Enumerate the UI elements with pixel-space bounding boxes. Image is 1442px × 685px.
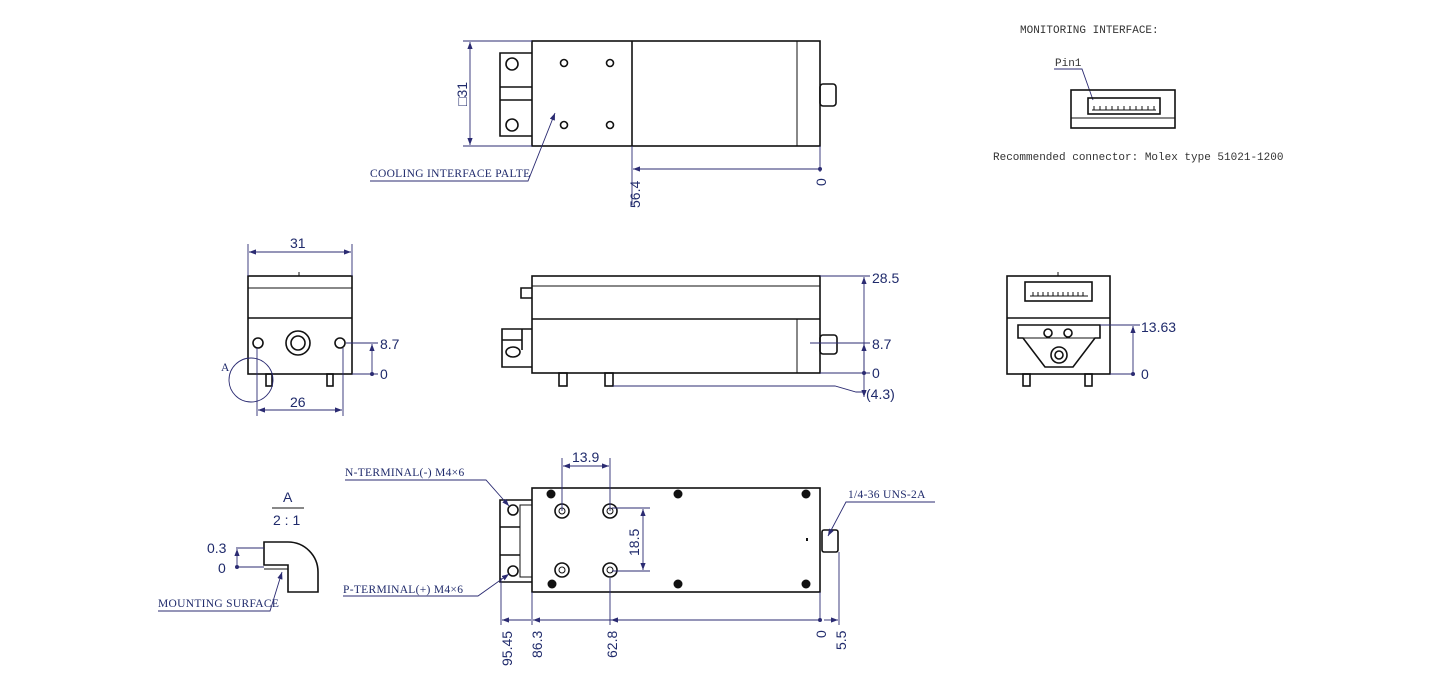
thread-label: 1/4-36 UNS-2A [848, 489, 926, 501]
n-terminal-label: N-TERMINAL(-) M4×6 [345, 467, 465, 479]
detail-a-marker: A [221, 362, 230, 374]
dim-5-5: 5.5 [833, 630, 849, 650]
cooling-interface-label: COOLING INTERFACE PALTE [370, 168, 530, 180]
monitoring-title: MONITORING INTERFACE: [1020, 25, 1159, 37]
flange-hole [505, 57, 519, 71]
dim-18-5: 18.5 [626, 529, 642, 556]
dim-0: 0 [1141, 366, 1149, 382]
monitoring-interface: MONITORING INTERFACE: Pin1 Recommended c… [993, 25, 1283, 164]
dim-0-3: 0.3 [207, 540, 227, 556]
detail-a-circle [228, 357, 274, 403]
dim-13-9: 13.9 [572, 449, 599, 465]
dim-0: 0 [380, 366, 388, 382]
front-view: 31 26 8.7 0 A [221, 235, 400, 416]
dim-28-5: 28.5 [872, 270, 899, 286]
dim-86-3: 86.3 [529, 631, 545, 658]
dim-13-63: 13.63 [1141, 319, 1176, 335]
connector-note: Recommended connector: Molex type 51021-… [993, 152, 1283, 164]
dim-0: 0 [813, 630, 829, 638]
mounting-surface-label: MOUNTING SURFACE [158, 598, 279, 610]
dim-4-3: (4.3) [866, 386, 895, 402]
terminal-bolts [554, 503, 618, 578]
detail-a: A 2 : 1 0.3 0 MOUNTING SURFACE [158, 489, 319, 612]
dim-square-31: □31 [454, 82, 470, 106]
dim-56-4: 56.4 [627, 181, 643, 208]
top-view: □31 56.4 0 COOLING INTERFACE PALTE [370, 40, 837, 208]
screws [546, 489, 811, 589]
pin1-label: Pin1 [1055, 58, 1082, 70]
dim-26: 26 [290, 394, 306, 410]
dim-0: 0 [813, 178, 829, 186]
dim-62-8: 62.8 [604, 631, 620, 658]
dim-8-7: 8.7 [380, 336, 400, 352]
flange-hole [505, 118, 519, 132]
dim-31: 31 [290, 235, 306, 251]
bottom-view: 13.9 18.5 95.45 86.3 62.8 0 5.5 N-TERMIN… [343, 449, 935, 666]
right-view: 13.63 0 [1006, 272, 1176, 387]
detail-label: A [283, 489, 293, 505]
dim-8-7: 8.7 [872, 336, 892, 352]
dim-0: 0 [218, 560, 226, 576]
side-view: 28.5 8.7 0 (4.3) [501, 270, 899, 402]
p-terminal-label: P-TERMINAL(+) M4×6 [343, 584, 463, 596]
detail-scale: 2 : 1 [273, 512, 300, 528]
dim-95-45: 95.45 [499, 631, 515, 666]
dim-0: 0 [872, 365, 880, 381]
sma-connector [819, 83, 837, 107]
